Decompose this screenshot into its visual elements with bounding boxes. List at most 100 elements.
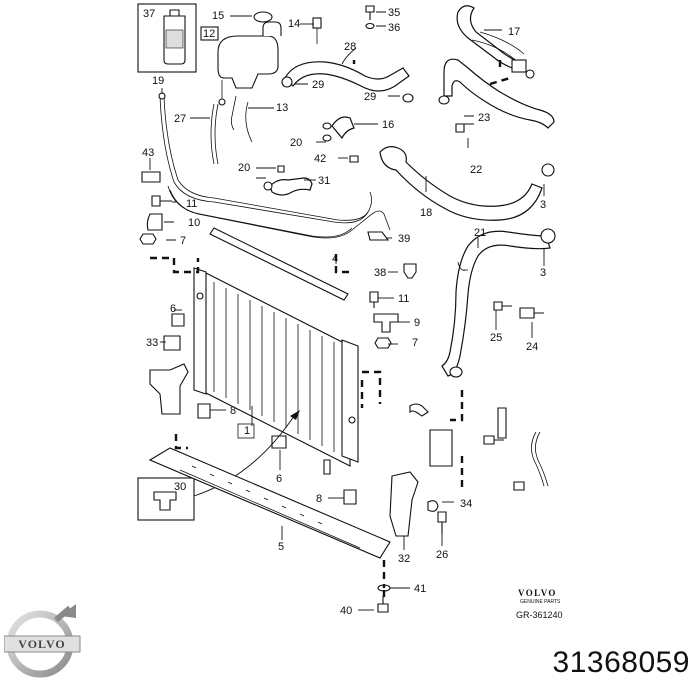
expansion-tank xyxy=(217,35,279,89)
hose-17-fitting xyxy=(525,69,535,79)
clamp-20-mid-b xyxy=(263,181,273,191)
callout-18: 18 xyxy=(420,207,432,219)
callout-42: 42 xyxy=(314,153,326,165)
nut-7-left xyxy=(139,233,157,245)
deflector-5-holes xyxy=(179,465,361,549)
fitting-right-b xyxy=(497,407,507,439)
reservoir-right xyxy=(429,429,453,467)
pipe-right-c xyxy=(531,431,549,487)
bracket-10 xyxy=(146,213,163,231)
sensor-24 xyxy=(519,307,544,319)
callout-22: 22 xyxy=(470,164,482,176)
callout-1: 1 xyxy=(244,425,250,437)
bolt-right-a xyxy=(483,435,504,445)
dash-line-1 xyxy=(150,256,200,274)
clamp-20-mid xyxy=(277,165,285,173)
callout-40: 40 xyxy=(340,605,352,617)
callout-26: 26 xyxy=(436,549,448,561)
radiator-left-tank xyxy=(193,267,207,395)
callout-41: 41 xyxy=(414,583,426,595)
clip-38 xyxy=(403,263,417,279)
sensor-25 xyxy=(493,301,512,311)
dash-line-7 xyxy=(489,60,511,86)
callout-10: 10 xyxy=(188,217,200,229)
clamp-29b xyxy=(402,93,414,103)
callout-36: 36 xyxy=(388,22,400,34)
callout-5: 5 xyxy=(278,541,284,553)
mount-6-left xyxy=(171,313,185,327)
radiator-right-tank xyxy=(341,339,359,463)
clamp-20-right xyxy=(455,123,465,133)
washer-34 xyxy=(427,500,439,512)
callout-3b: 3 xyxy=(540,267,546,279)
callout-21: 21 xyxy=(474,227,486,239)
dash-line-3 xyxy=(360,370,382,408)
bolt-11-right xyxy=(369,291,379,308)
callout-24: 24 xyxy=(526,341,538,353)
hose-21-end xyxy=(449,366,463,378)
callout-20a: 20 xyxy=(290,137,302,149)
pipe-27 xyxy=(210,103,219,165)
callout-31: 31 xyxy=(318,175,330,187)
callout-29a: 29 xyxy=(312,79,324,91)
tank-tag-12 xyxy=(200,26,219,41)
callout-39: 39 xyxy=(398,233,410,245)
callout-12: 12 xyxy=(203,28,215,40)
dash-line-4 xyxy=(450,390,464,492)
hose-right-small xyxy=(409,403,429,417)
radiator-right-plug xyxy=(348,416,356,424)
hose-18 xyxy=(379,146,543,221)
part-30-arrow xyxy=(193,415,295,497)
tank-outlet-clamp xyxy=(218,98,226,106)
leader-lines xyxy=(149,11,545,611)
volvo-logo-icon: VOLVO xyxy=(4,604,81,678)
hose-28 xyxy=(284,61,410,92)
seal-strip-4 xyxy=(209,227,349,301)
mount-33 xyxy=(163,335,181,351)
callout-19: 19 xyxy=(152,75,164,87)
bushing-8-right xyxy=(343,489,357,505)
bracket-left-lower xyxy=(149,363,189,415)
callout-29b: 29 xyxy=(364,91,376,103)
callout-3a: 3 xyxy=(540,199,546,211)
hose-23 xyxy=(443,58,555,129)
hose-21-inner xyxy=(457,261,468,271)
diagram-reference: GR-361240 xyxy=(516,610,563,620)
callout-4: 4 xyxy=(332,253,338,265)
washer-36 xyxy=(365,22,375,30)
callout-15: 15 xyxy=(212,10,224,22)
callout-16: 16 xyxy=(382,119,394,131)
callout-14: 14 xyxy=(288,18,300,30)
callout-9: 9 xyxy=(414,317,420,329)
hose-21 xyxy=(441,230,551,377)
deflector-5 xyxy=(148,447,391,559)
callout-17: 17 xyxy=(508,26,520,38)
part-30 xyxy=(153,491,177,511)
dash-line-5 xyxy=(174,434,188,450)
clamp-20b xyxy=(322,134,332,142)
callout-1-box xyxy=(237,423,255,439)
radiator-plug xyxy=(196,292,204,300)
bolt-11-left xyxy=(151,195,172,207)
bracket-9 xyxy=(373,313,399,333)
callout-25: 25 xyxy=(490,332,502,344)
bolt-35 xyxy=(365,5,375,20)
coolant-bottle-label xyxy=(165,29,184,49)
callout-34: 34 xyxy=(460,498,472,510)
brand-subtitle: GENUINE PARTS xyxy=(520,599,561,605)
expansion-tank-neck xyxy=(262,21,282,36)
callout-33: 33 xyxy=(146,337,158,349)
callout-7a: 7 xyxy=(180,235,186,247)
pipe-lower-run xyxy=(167,185,391,239)
pipe-19 xyxy=(159,95,372,224)
callout-27: 27 xyxy=(174,113,186,125)
hose-16 xyxy=(331,116,355,140)
bolt-26 xyxy=(437,511,447,534)
clamp-3-lower xyxy=(540,228,556,244)
bolt-14 xyxy=(312,17,322,29)
clamp-3-upper xyxy=(541,163,555,177)
clip-43 xyxy=(141,171,161,183)
pin-right xyxy=(323,459,331,475)
brand-name: VOLVO xyxy=(518,588,557,598)
